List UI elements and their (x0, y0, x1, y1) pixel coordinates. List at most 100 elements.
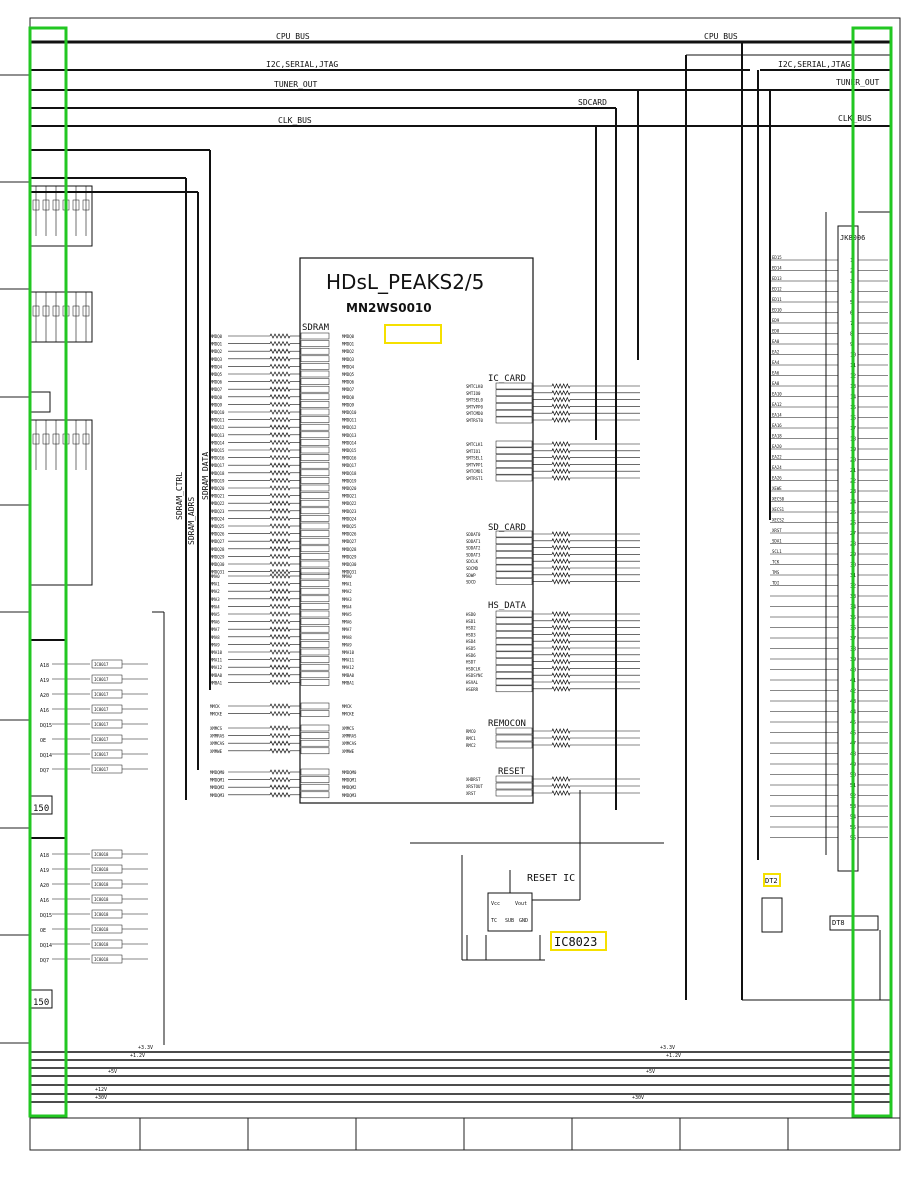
main-ic-part: MN2WS0010 (346, 301, 432, 315)
bus-label-i2c-left: I2C,SERIAL,JTAG (266, 60, 338, 69)
resistor (269, 363, 291, 370)
ic-net-label-right: SMTVPP0 (466, 404, 483, 409)
label-sdram-data: SDRAM_DATA (201, 452, 210, 500)
resistor (269, 568, 291, 575)
bus-label-cpu-right: CPU_BUS (704, 32, 738, 41)
sdram-pin-label: MMBA1 (342, 680, 355, 685)
connector-net-label: ED11 (772, 297, 782, 302)
resistor (551, 403, 571, 410)
resistor (269, 447, 291, 453)
left-chip-pins (32, 186, 90, 470)
ic-net-label-right: XRST (466, 791, 476, 796)
left-ic-net-label: A20 (40, 693, 49, 699)
group-remocon: REMOCON (488, 719, 526, 729)
connector-net-label: EA22 (772, 455, 782, 460)
sdram-net-label-left: MMDQ19 (210, 478, 225, 483)
ic-net-label-right: RMC2 (466, 743, 476, 748)
resistor (551, 611, 571, 617)
resistor (551, 461, 571, 468)
bottom-grid-dividers (139, 1118, 789, 1150)
reset-ic-label: RESET IC (527, 873, 575, 884)
resistor (269, 485, 291, 491)
connector-net-label: ED8 (772, 329, 780, 334)
connector-net-label: EA26 (772, 476, 782, 481)
reset-ic-ref: IC8023 (554, 935, 597, 949)
sdram-pin-label: MMDQM0 (342, 770, 357, 775)
ic-net-label-right: SMTCMD0 (466, 411, 483, 416)
sdram-net-label-left: MMA12 (210, 665, 223, 670)
resistor (551, 631, 571, 638)
left-ic-ref: IC8017 (94, 767, 109, 772)
connector-net-label: EA12 (772, 402, 782, 407)
resistor (269, 626, 291, 632)
resistor (269, 515, 291, 522)
rail-label-33-left: +3.3V (138, 1045, 153, 1051)
connector-net-label: TDI (772, 581, 780, 586)
ic-net-label-right: HSD7 (466, 660, 476, 665)
sdram-pin-label: MMDQ3 (342, 357, 355, 362)
sdram-net-label-left: MMDQ15 (210, 448, 225, 453)
resistor (269, 634, 291, 640)
sdram-net-label-left: MMDQ26 (210, 532, 225, 537)
sdram-pin-label: MMA8 (342, 635, 352, 640)
sdram-pin-label: MMDQM1 (342, 778, 357, 783)
connector-net-label: EA10 (772, 392, 782, 397)
sdram-pin-label: MMA6 (342, 620, 352, 625)
left-ic-ref: IC8018 (94, 957, 109, 962)
highlight-column-left (28, 26, 68, 1118)
main-ic-body (299, 257, 534, 804)
resistor (269, 538, 291, 544)
resistor (551, 454, 571, 461)
ic-net-label-right: HSDSYNC (466, 673, 483, 678)
sdram-pin-label: MMDQ19 (342, 478, 357, 483)
sdram-net-label-left: MMDQM3 (210, 793, 225, 798)
resistor (269, 348, 291, 354)
left-ic-net-label: A18 (40, 853, 49, 859)
sdram-net-label-left: MMDQ31 (210, 570, 225, 575)
resistor (551, 389, 571, 396)
sdram-net-label-left: MMDQ14 (210, 440, 225, 445)
left-ic-ref: IC8018 (94, 897, 109, 902)
resistor (269, 603, 291, 610)
resistor (269, 656, 291, 663)
left-ic-ref: IC8017 (94, 662, 109, 667)
sdram-net-label-left: MMA11 (210, 658, 223, 663)
resistor (269, 439, 291, 446)
sdram-pin-label: MMDQ9 (342, 402, 355, 407)
resistor (551, 728, 571, 734)
resistor (551, 441, 571, 447)
resistor (269, 573, 291, 579)
resistor (551, 544, 571, 551)
resistor (551, 651, 571, 658)
connector-net-label: TCK (772, 560, 780, 565)
sdram-pin-label: MMDQ17 (342, 463, 357, 468)
sdram-pin-label: MMA2 (342, 589, 352, 594)
ic-net-label-right: SDWP (466, 573, 476, 578)
rail-label-12v-left: +12V (95, 1087, 107, 1093)
resistor (269, 462, 291, 468)
sdram-net-label-left: MMA10 (210, 650, 223, 655)
ic-net-label-right: HSD0 (466, 612, 476, 617)
ic-net-label-right: SDCLK (466, 559, 479, 564)
rail-label-30-left: +30V (95, 1095, 107, 1101)
sdram-pin-label: MMA3 (342, 597, 352, 602)
power-rails (30, 999, 890, 1103)
main-ic-highlight (384, 324, 442, 344)
sdram-pin-label: MMDQ7 (342, 387, 355, 392)
sdram-net-label-left: MMA1 (210, 582, 220, 587)
sdram-net-label-left: MMA6 (210, 620, 220, 625)
connector-net-label: EA20 (772, 444, 782, 449)
connector-net-label: ED14 (772, 266, 782, 271)
sdram-net-label-left: MMDQM0 (210, 770, 225, 775)
sdram-pin-label: MMDQ23 (342, 509, 357, 514)
bus-label-tuner-left: TUNER_OUT (274, 80, 318, 89)
left-ic-ref: IC8018 (94, 927, 109, 932)
sdram-pin-label: MMDQ18 (342, 471, 357, 476)
sdram-net-label-left: MMDQ6 (210, 380, 223, 385)
sdram-pin-label: XMMRAS (342, 734, 357, 739)
sdram-pin-label: MMDQ14 (342, 440, 357, 445)
connector-net-label: TMS (772, 570, 780, 575)
ic-net-label-right: HSD1 (466, 619, 476, 624)
resistor (551, 565, 571, 571)
